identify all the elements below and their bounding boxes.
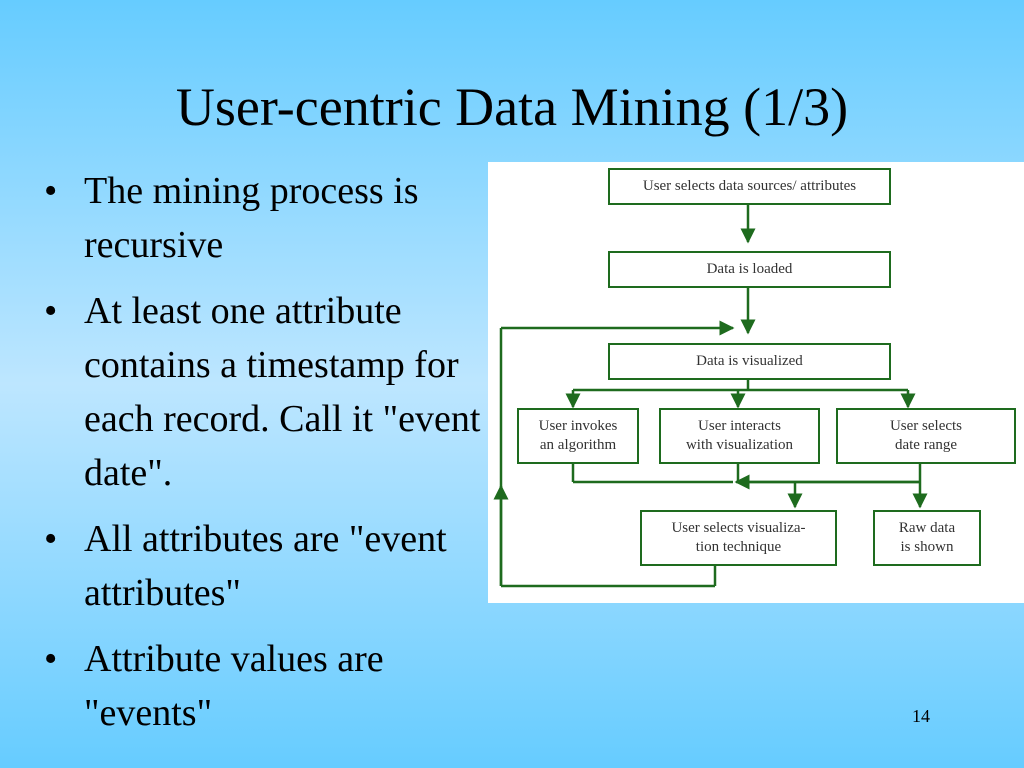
bullet-item: • All attributes are "event attributes" [40,512,500,620]
bullet-dot-icon: • [44,638,58,680]
node-raw-data: Raw data is shown [873,510,981,566]
page-number: 14 [912,706,930,726]
node-date-range: User selects date range [836,408,1016,464]
node-select-technique: User selects visualiza- tion technique [640,510,837,566]
bullet-text: All attributes are "event attributes" [84,518,447,614]
node-invoke-algorithm: User invokes an algorithm [517,408,639,464]
flowchart-diagram: User selects data sources/ attributes Da… [488,162,1024,603]
bullet-item: • At least one attribute contains a times… [40,284,500,500]
bullet-item: • The mining process is recursive [40,164,500,272]
bullet-dot-icon: • [44,518,58,560]
bullet-text: The mining process is recursive [84,170,419,266]
node-data-visualized: Data is visualized [608,343,891,380]
flowchart-connectors [493,205,928,588]
bullet-list: • The mining process is recursive • At lea… [40,164,500,752]
bullet-text: Attribute values are "events" [84,638,384,734]
node-interacts: User interacts with visualization [659,408,820,464]
slide-title: User-centric Data Mining (1/3) [175,77,849,137]
node-data-loaded: Data is loaded [608,251,891,288]
bullet-dot-icon: • [44,290,58,332]
bullet-dot-icon: • [44,170,58,212]
bullet-item: • Attribute values are "events" [40,632,500,740]
node-select-sources: User selects data sources/ attributes [608,168,891,205]
bullet-text: At least one attribute contains a timest… [84,290,481,494]
